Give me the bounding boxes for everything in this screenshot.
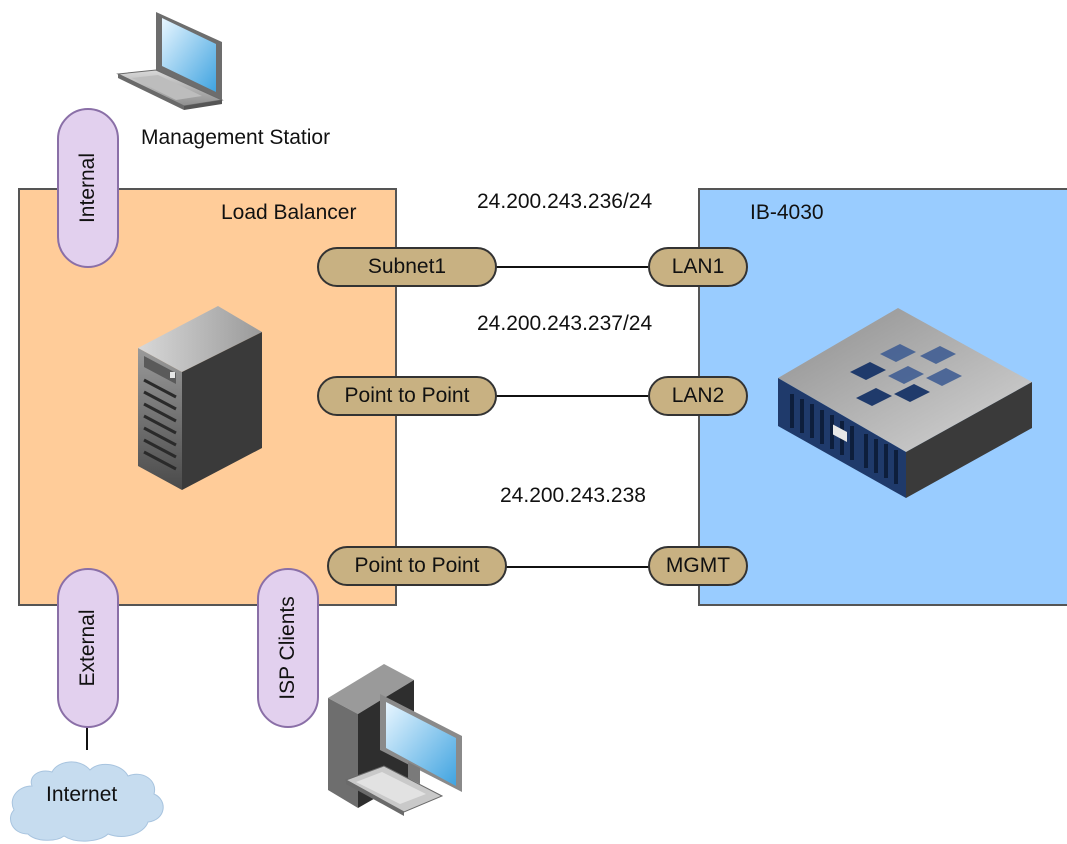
port-mgmt: MGMT: [648, 546, 748, 586]
internet-label: Internet: [46, 783, 118, 806]
port-subnet1-label: Subnet1: [367, 255, 447, 278]
port-lan1-label: LAN1: [671, 255, 725, 278]
port-lan2: LAN2: [648, 376, 748, 416]
server-tower-icon: [138, 306, 262, 490]
port-lan2-label: LAN2: [671, 384, 725, 407]
network-appliance-icon: [778, 308, 1032, 498]
interface-external-label: External: [76, 609, 99, 687]
ip-label-lan1: 24.200.243.236/24: [477, 190, 653, 213]
cloud-icon: [10, 761, 164, 842]
interface-internal-label: Internal: [76, 152, 99, 224]
appliance-title: IB-4030: [750, 201, 824, 224]
interface-isp-clients: ISP Clients: [257, 568, 319, 728]
port-point-to-point-2: Point to Point: [327, 546, 507, 586]
link-subnet1-lan1: [496, 266, 648, 268]
link-external-internet: [86, 726, 88, 750]
port-subnet1: Subnet1: [317, 247, 497, 287]
interface-internal: Internal: [57, 108, 119, 268]
load-balancer-title: Load Balancer: [221, 201, 357, 224]
ip-label-mgmt: 24.200.243.238: [500, 484, 646, 507]
port-point-to-point-1-label: Point to Point: [344, 384, 470, 407]
port-point-to-point-1: Point to Point: [317, 376, 497, 416]
laptop-icon: [116, 12, 224, 110]
management-station-label: Management Statior: [141, 126, 331, 149]
port-lan1: LAN1: [648, 247, 748, 287]
desktop-computer-icon: [328, 664, 462, 816]
link-p2p-mgmt: [506, 566, 650, 568]
interface-external: External: [57, 568, 119, 728]
link-p2p-lan2: [496, 395, 648, 397]
interface-isp-clients-label: ISP Clients: [276, 596, 299, 700]
ip-label-lan2: 24.200.243.237/24: [477, 312, 653, 335]
port-mgmt-label: MGMT: [665, 554, 731, 577]
port-point-to-point-2-label: Point to Point: [354, 554, 480, 577]
